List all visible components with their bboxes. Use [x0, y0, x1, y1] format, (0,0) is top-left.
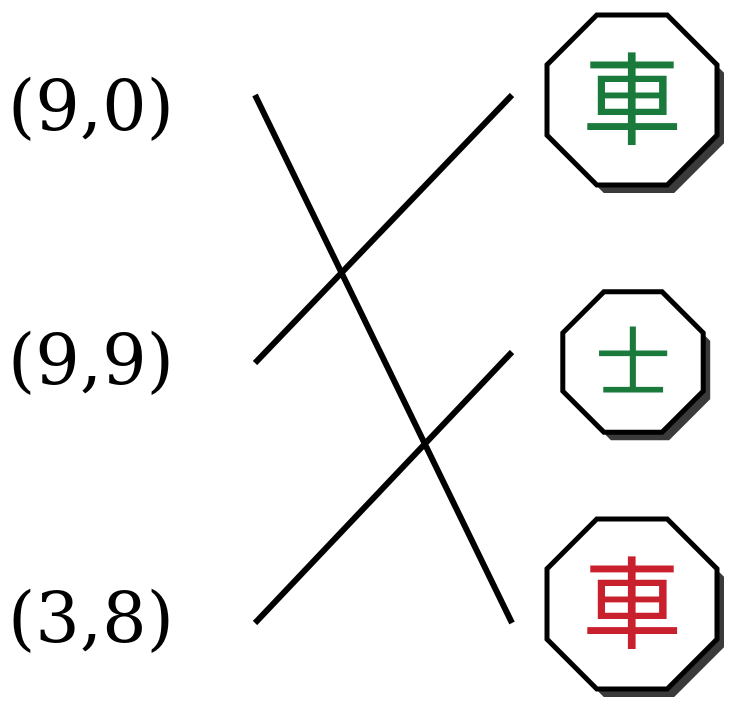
- connector-lines: [252, 92, 515, 626]
- connector-line-2: [252, 92, 515, 366]
- piece-glyph-advisor-green: 士: [595, 320, 671, 409]
- piece-glyph-chariot-green: 車: [582, 44, 682, 161]
- piece-octagon: [544, 516, 720, 692]
- coordinate-label-3-8: (3,8): [8, 577, 174, 659]
- coordinate-label-9-9: (9,9): [8, 319, 174, 401]
- xiangqi-pieces: 車士車: [544, 12, 724, 697]
- piece-octagon: [560, 289, 706, 435]
- piece-chariot-green: 車: [544, 12, 724, 193]
- piece-chariot-red: 車: [544, 516, 724, 697]
- connector-line-1: [252, 93, 515, 625]
- piece-glyph-chariot-red: 車: [582, 548, 682, 665]
- piece-octagon: [544, 12, 720, 188]
- coordinate-label-9-0: (9,0): [8, 65, 174, 147]
- piece-advisor-green: 士: [560, 289, 711, 441]
- connector-line-3: [252, 349, 515, 626]
